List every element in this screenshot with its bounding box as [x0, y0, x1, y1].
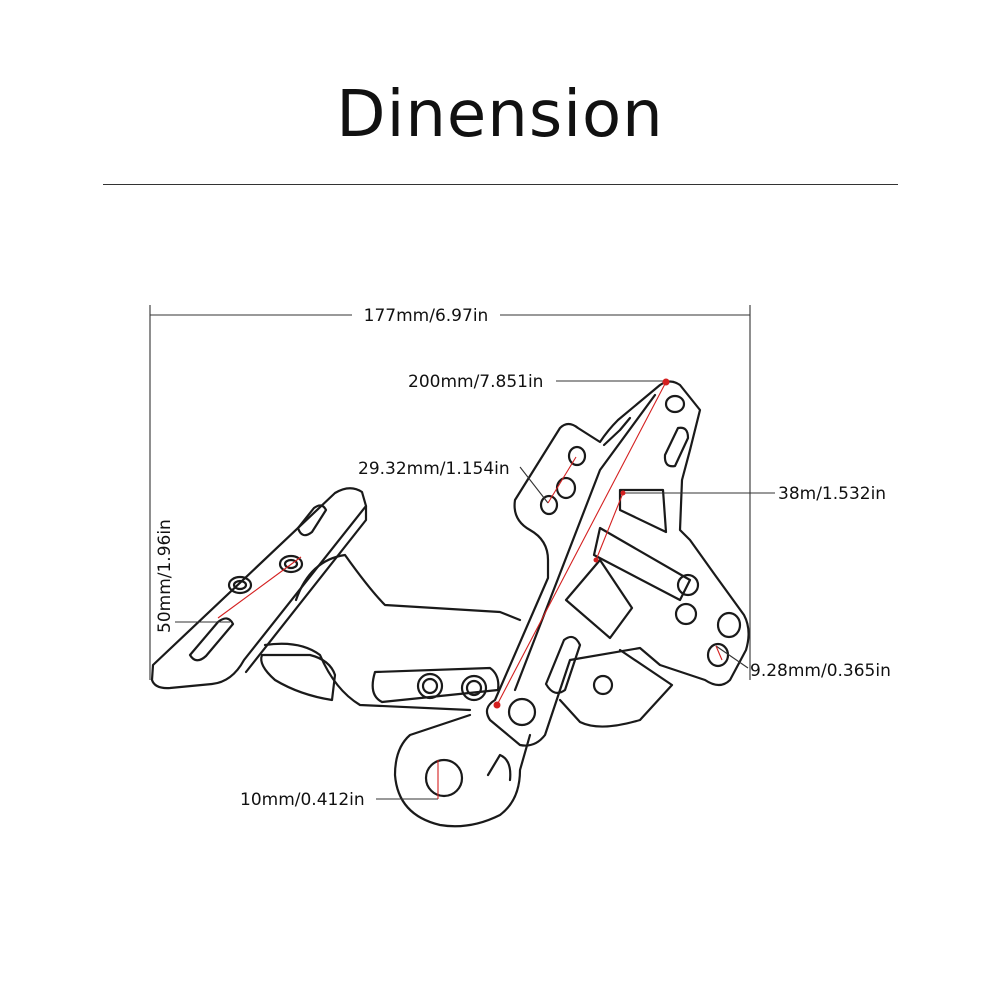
- height-label: 50mm/1.96in: [155, 519, 175, 633]
- left-plate-hole-2-inner: [232, 579, 248, 591]
- bracket-drawing: [150, 380, 750, 828]
- hole-leader: [715, 645, 749, 669]
- slot-plate: [371, 666, 500, 704]
- arm-strut: [592, 526, 692, 602]
- dimension-lines: [149, 305, 775, 800]
- diagonal-end-top: [662, 378, 670, 386]
- arm-slot-2: [618, 488, 668, 534]
- bolt-1-inner: [421, 677, 439, 695]
- clamp-notch: [486, 753, 512, 782]
- arm-slot-3: [564, 558, 634, 640]
- main-arm-inner-edge: [513, 393, 657, 692]
- slot-gap-end-1: [620, 490, 626, 496]
- page-title: Dinension: [336, 78, 664, 152]
- bottom-clamp: [393, 713, 532, 828]
- right-hole-1: [716, 611, 742, 639]
- curved-arm-lower: [263, 642, 472, 712]
- bolt-2: [460, 674, 488, 702]
- overall-width-label: 177mm/6.97in: [364, 306, 489, 326]
- left-plate-slot-top: [296, 504, 328, 537]
- slot-spacing-leader: [519, 466, 549, 504]
- upper-hole-1: [567, 445, 587, 467]
- arm-slot-1: [663, 426, 690, 468]
- right-hole-2: [706, 642, 730, 668]
- mount-hole-label: 10mm/0.412in: [240, 790, 365, 810]
- left-plate: [150, 487, 368, 690]
- main-arm-ridge: [602, 416, 632, 447]
- upper-hole-2: [555, 476, 577, 500]
- curved-arm: [294, 553, 522, 622]
- left-plate-hole-1-inner: [283, 558, 299, 570]
- side-bolt-2: [674, 602, 698, 626]
- hole-diameter-label: 9.28mm/0.365in: [750, 661, 891, 681]
- slot-gap-end-2: [593, 557, 599, 563]
- bolt-2-inner: [465, 679, 483, 697]
- slot-gap-label: 38m/1.532in: [778, 484, 886, 504]
- top-hole: [664, 394, 686, 414]
- bolt-1: [416, 672, 444, 700]
- slot-gap-line: [595, 492, 624, 561]
- side-bolt-1: [676, 573, 700, 597]
- diagonal-end-bottom: [493, 701, 501, 709]
- dimension-labels: 177mm/6.97in 200mm/7.851in 29.32mm/1.154…: [155, 306, 891, 810]
- left-plate-slot-bottom: [188, 617, 235, 662]
- left-plate-hole-2: [227, 575, 253, 595]
- arm-cutout: [260, 653, 337, 702]
- main-arm: [485, 380, 750, 747]
- side-bolt-3: [592, 674, 614, 696]
- slot-spacing-label: 29.32mm/1.154in: [358, 459, 510, 479]
- height-dimension-line: [217, 556, 302, 619]
- diagonal-dimension-line: [496, 381, 667, 706]
- hole-line: [715, 645, 723, 661]
- mount-hole: [424, 758, 464, 798]
- upper-hole-3: [539, 494, 559, 516]
- rear-bracket: [558, 648, 674, 728]
- slot-spacing-line: [547, 456, 577, 504]
- title-divider: [103, 184, 898, 185]
- end-bolt: [507, 697, 537, 727]
- arm-slot-4: [544, 635, 582, 694]
- left-plate-hole-1: [278, 554, 304, 574]
- diagonal-length-label: 200mm/7.851in: [408, 372, 543, 392]
- left-plate-edge: [244, 504, 368, 674]
